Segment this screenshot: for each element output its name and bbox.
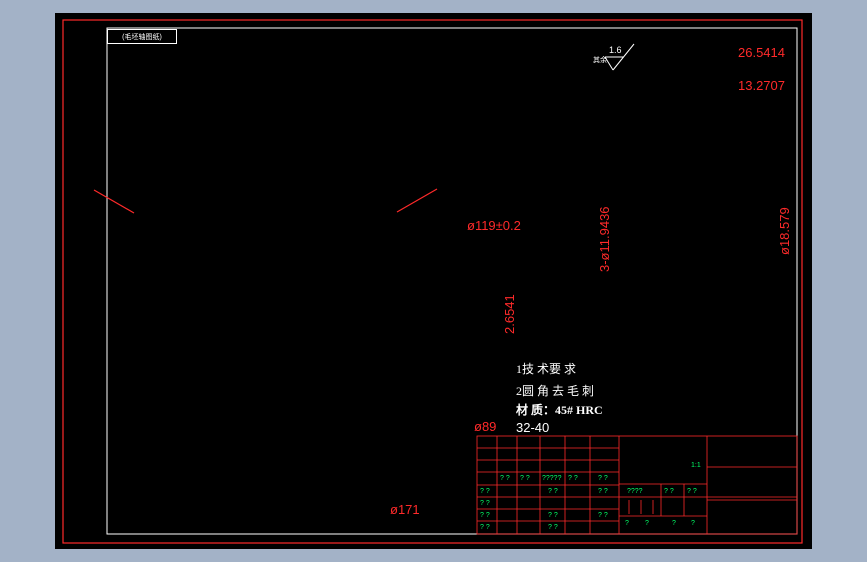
tb-cell: ? (691, 520, 695, 527)
note-material: 材 质：45# HRC (516, 403, 603, 417)
dimension-dia-18-579[interactable]: ø18.579 (777, 207, 792, 255)
tb-cell: ? ? (480, 500, 490, 507)
tb-cell: ? ? (548, 512, 558, 519)
dimension-26-5414[interactable]: 26.5414 (738, 45, 785, 60)
inner-frame (106, 27, 798, 535)
roughness-value: 1.6 (609, 45, 622, 55)
drawing-canvas[interactable] (55, 13, 812, 549)
tb-cell: ? (645, 520, 649, 527)
tb-cell: ? ? (548, 488, 558, 495)
dimension-2-6541[interactable]: 2.6541 (502, 294, 517, 334)
tb-cell: ? ? (480, 488, 490, 495)
roughness-prefix: 其余 (593, 56, 607, 64)
roughness-symbol (604, 43, 635, 71)
tb-cell: ? ? (598, 475, 608, 482)
tb-cell: ???? (627, 488, 643, 495)
note-hardness: 32-40 (516, 420, 550, 435)
tb-cell: ? ? (598, 512, 608, 519)
note-deburr: 2圆 角 去 毛 刺 (516, 384, 595, 398)
note-technical-requirements: 1技 术要 求 (516, 362, 577, 376)
dimension-13-2707[interactable]: 13.2707 (738, 78, 785, 93)
scale-label: 1:1 (691, 462, 701, 469)
tb-cell: ? ? (687, 488, 697, 495)
dimension-dia-89[interactable]: ø89 (474, 419, 497, 434)
tb-cell: ? ? (480, 512, 490, 519)
center-line-left (93, 189, 135, 214)
tb-cell: ????? (542, 475, 562, 482)
dimension-dia-119[interactable]: ø119±0.2 (467, 218, 521, 233)
tb-cell: ? ? (548, 524, 558, 531)
outer-frame (62, 19, 803, 544)
tb-cell: ? ? (500, 475, 510, 482)
tb-cell: ? (672, 520, 676, 527)
dimension-3-dia-11-9436[interactable]: 3-ø11.9436 (597, 206, 612, 272)
tb-cell: ? ? (520, 475, 530, 482)
tb-cell: ? ? (598, 488, 608, 495)
tb-cell: ? ? (664, 488, 674, 495)
title-block-grid (476, 435, 798, 535)
tb-cell: ? (625, 520, 629, 527)
center-line-right (396, 188, 438, 213)
tb-cell: ? ? (480, 524, 490, 531)
corner-tag: (毛坯轴图纸) (107, 29, 177, 44)
tb-cell: ? ? (568, 475, 578, 482)
dimension-dia-171[interactable]: ø171 (390, 502, 420, 517)
